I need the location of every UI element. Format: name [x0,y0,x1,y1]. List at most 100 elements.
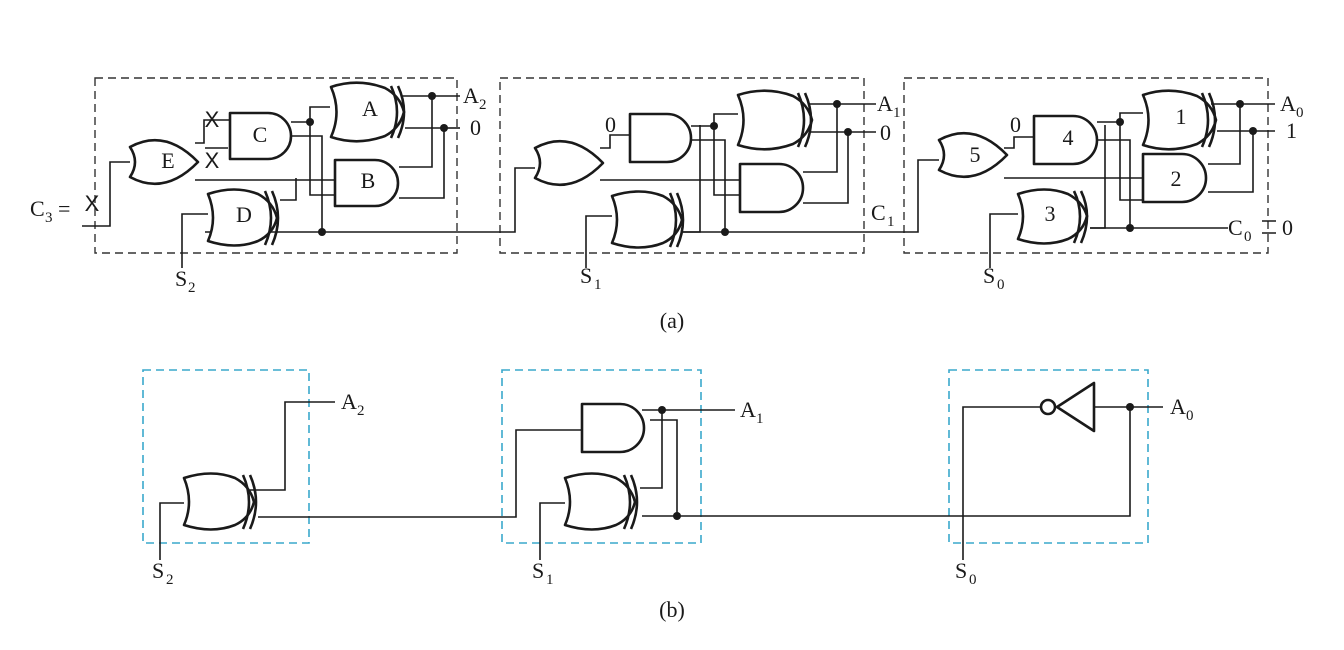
gate-2: 2 [1141,152,1208,204]
stage-1-gates [533,89,814,249]
x-mark-c-input: X [205,107,220,132]
stage-0-dots [1116,100,1257,232]
svg-text:S: S [955,558,967,583]
stage-0-wires [864,103,1276,268]
C0-label: C 0 0 [1228,215,1293,245]
simplified-gates [182,381,1096,531]
gate-E-label: E [161,148,174,173]
svg-text:A: A [341,389,357,414]
gate-A-label: A [362,96,378,121]
not-gate-bubble [1039,398,1057,416]
S0-label-b: S 0 [955,558,977,588]
stage-2-box [94,77,458,254]
svg-text:S: S [983,263,995,288]
svg-text:2: 2 [1171,166,1182,191]
A1-label: A 1 [877,91,901,121]
caption-a: (a) [660,308,684,333]
stage-2-box-simplified [142,369,310,544]
svg-text:2: 2 [357,403,365,419]
simplified-dots [658,403,1134,520]
stage-1-box [499,77,865,254]
and-gate-2 [1141,152,1208,204]
svg-text:0: 0 [1244,229,1252,245]
svg-text:2: 2 [166,572,174,588]
svg-text:0: 0 [1296,105,1304,121]
S0-label: S 0 [983,263,1005,293]
svg-text:4: 4 [1063,125,1074,150]
simplified-wires [159,401,1163,560]
and-gate-stage1-simplified [580,402,646,454]
C3-subscript: 3 [45,210,53,226]
svg-text:0: 0 [1186,408,1194,424]
stage-1-wires [500,103,876,268]
stage-1-zero-input: 0 [605,112,616,137]
svg-text:C: C [30,196,45,221]
gate-D-label: D [236,202,252,227]
svg-text:0: 0 [1282,215,1293,240]
svg-text:S: S [152,558,164,583]
stage-0-box [903,77,1269,254]
gate-E: E [128,138,200,186]
svg-text:A: A [1170,394,1186,419]
svg-text:2: 2 [479,97,487,113]
S1-label: S 1 [580,263,602,293]
gate-1: 1 [1141,89,1218,151]
xor-gate-3 [1016,188,1089,245]
svg-text:S: S [175,266,187,291]
stage-1-dots [710,100,852,236]
and-gate-B [333,158,400,208]
stage-2-zero-output: 0 [470,115,481,140]
gate-B-label: B [361,168,376,193]
caption-b: (b) [659,597,685,622]
S1-label-b: S 1 [532,558,554,588]
xor-gate-stage1-simplified [563,472,637,531]
svg-text:A: A [740,397,756,422]
stage-0-box-simplified [948,369,1149,544]
or-gate-stage1 [533,139,605,187]
svg-text:C: C [871,200,886,225]
stage-0-gates: 5 4 1 2 3 [937,89,1218,245]
svg-text:A: A [463,83,479,108]
gate-A: A [329,81,406,143]
C3-x-mark: X [85,191,100,216]
svg-text:5: 5 [970,142,981,167]
svg-text:1: 1 [594,277,602,293]
not-gate-stage0-simplified [1055,381,1096,433]
gate-5: 5 [937,131,1009,179]
A0-label: A 0 [1280,91,1304,121]
A2-label: A 2 [463,83,487,113]
svg-text:0: 0 [997,277,1005,293]
svg-text:1: 1 [1176,104,1187,129]
svg-text:1: 1 [756,411,764,427]
xor-gate-stage2-simplified [182,472,256,531]
S2-label-b: S 2 [152,558,174,588]
and-gate-stage1-mid [738,162,805,214]
svg-text:1: 1 [893,105,901,121]
A1-label-b: A 1 [740,397,764,427]
svg-text:3: 3 [1045,201,1056,226]
stage-2-dots [306,92,448,236]
stage-0-zero-input: 0 [1010,112,1021,137]
gate-3: 3 [1016,188,1089,245]
C1-label: C 1 [871,200,895,230]
svg-text:1: 1 [546,572,554,588]
stage-1-zero-output: 0 [880,120,891,145]
gate-C-label: C [253,122,268,147]
or-gate-E [128,138,200,186]
and-gate-stage1-top [628,112,693,164]
and-gate-4 [1032,114,1099,166]
A0-label-b: A 0 [1170,394,1194,424]
x-mark-b-input: X [205,148,220,173]
svg-text:1: 1 [887,214,895,230]
svg-text:A: A [877,91,893,116]
xor-gate-1 [1141,89,1218,151]
svg-text:S: S [532,558,544,583]
gate-B: B [333,158,400,208]
and-gate-C [228,111,293,161]
stage-0-one-output: 1 [1286,118,1297,143]
svg-text:A: A [1280,91,1296,116]
gate-D: D [206,188,280,247]
stage-1-box-simplified [501,369,702,544]
svg-text:S: S [580,263,592,288]
